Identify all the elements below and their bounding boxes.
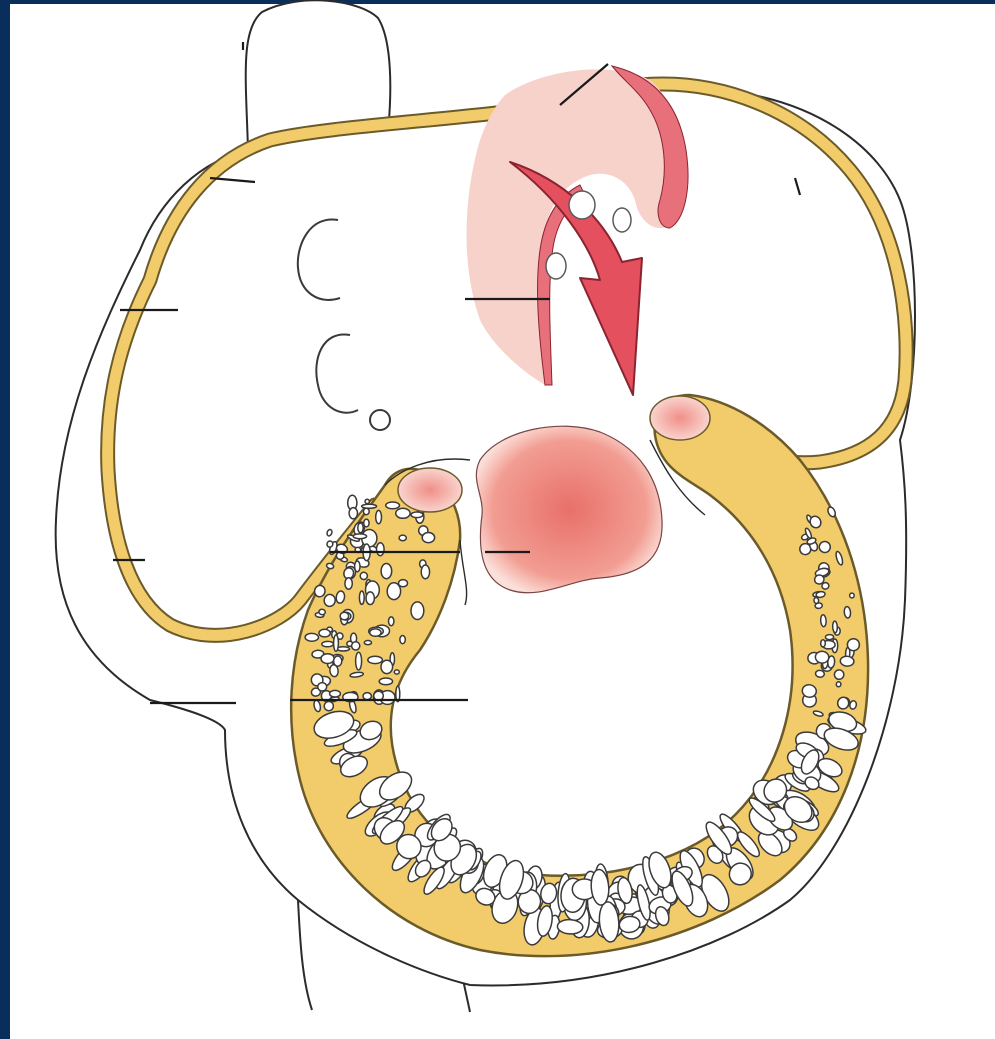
bone-pore xyxy=(358,523,363,533)
bone-pore xyxy=(557,919,583,935)
bone-pore xyxy=(411,512,423,518)
bone-pore xyxy=(356,652,362,670)
bone-pore xyxy=(840,656,854,667)
bone-pore xyxy=(815,651,829,664)
bone-pore xyxy=(349,508,357,519)
bone-pore xyxy=(321,654,334,664)
bone-pore xyxy=(815,670,825,678)
bone-pore xyxy=(849,593,854,598)
bone-pore xyxy=(359,591,364,604)
bone-pore xyxy=(364,641,371,645)
bone-pore xyxy=(389,617,394,626)
bone-pore xyxy=(323,594,336,607)
bone-pore xyxy=(334,656,342,666)
bone-pore xyxy=(844,606,851,618)
bone-pore xyxy=(363,693,371,700)
bone-pore xyxy=(836,681,841,687)
bone-pore xyxy=(832,621,837,633)
bone-pore xyxy=(334,635,339,651)
right-cartilage-tip xyxy=(650,396,710,440)
left-cartilage-tip xyxy=(398,468,462,512)
bone-pore xyxy=(330,690,341,697)
bone-pore xyxy=(365,499,369,503)
bone-pore xyxy=(381,660,393,673)
bone-pore xyxy=(319,609,326,615)
bone-pore xyxy=(364,519,369,527)
bone-pore xyxy=(422,533,434,543)
bone-pore xyxy=(363,508,369,514)
bone-pore xyxy=(421,565,429,579)
bone-pore xyxy=(322,641,334,647)
bone-pore xyxy=(370,629,381,636)
bone-pore xyxy=(394,670,399,674)
bone-pore xyxy=(400,636,405,644)
bone-pore xyxy=(326,540,334,548)
bone-pore xyxy=(366,592,374,605)
bone-pore xyxy=(368,656,383,663)
bone-pore xyxy=(376,510,382,523)
bone-pore xyxy=(814,597,819,603)
bone-pore xyxy=(353,534,366,539)
bone-pore xyxy=(847,639,859,651)
bone-pore xyxy=(834,669,844,679)
bone-pore xyxy=(399,580,408,587)
bone-pore xyxy=(362,504,377,508)
bone-pore xyxy=(319,629,331,637)
bone-pore xyxy=(820,615,826,627)
bone-pore xyxy=(821,640,826,647)
bone-pore xyxy=(411,602,424,620)
bone-pore xyxy=(352,642,360,650)
bone-pore xyxy=(377,543,385,556)
bone-pore xyxy=(305,633,319,641)
bone-pore xyxy=(399,535,406,541)
bone-pore xyxy=(355,561,360,572)
bone-pore xyxy=(396,508,410,518)
bone-pore xyxy=(386,502,400,509)
bone-pore xyxy=(318,683,327,691)
bone-pore xyxy=(345,578,352,589)
bone-pore xyxy=(340,612,349,620)
bone-pore xyxy=(379,678,392,685)
bone-pore xyxy=(825,635,833,640)
bone-pore xyxy=(381,564,392,579)
